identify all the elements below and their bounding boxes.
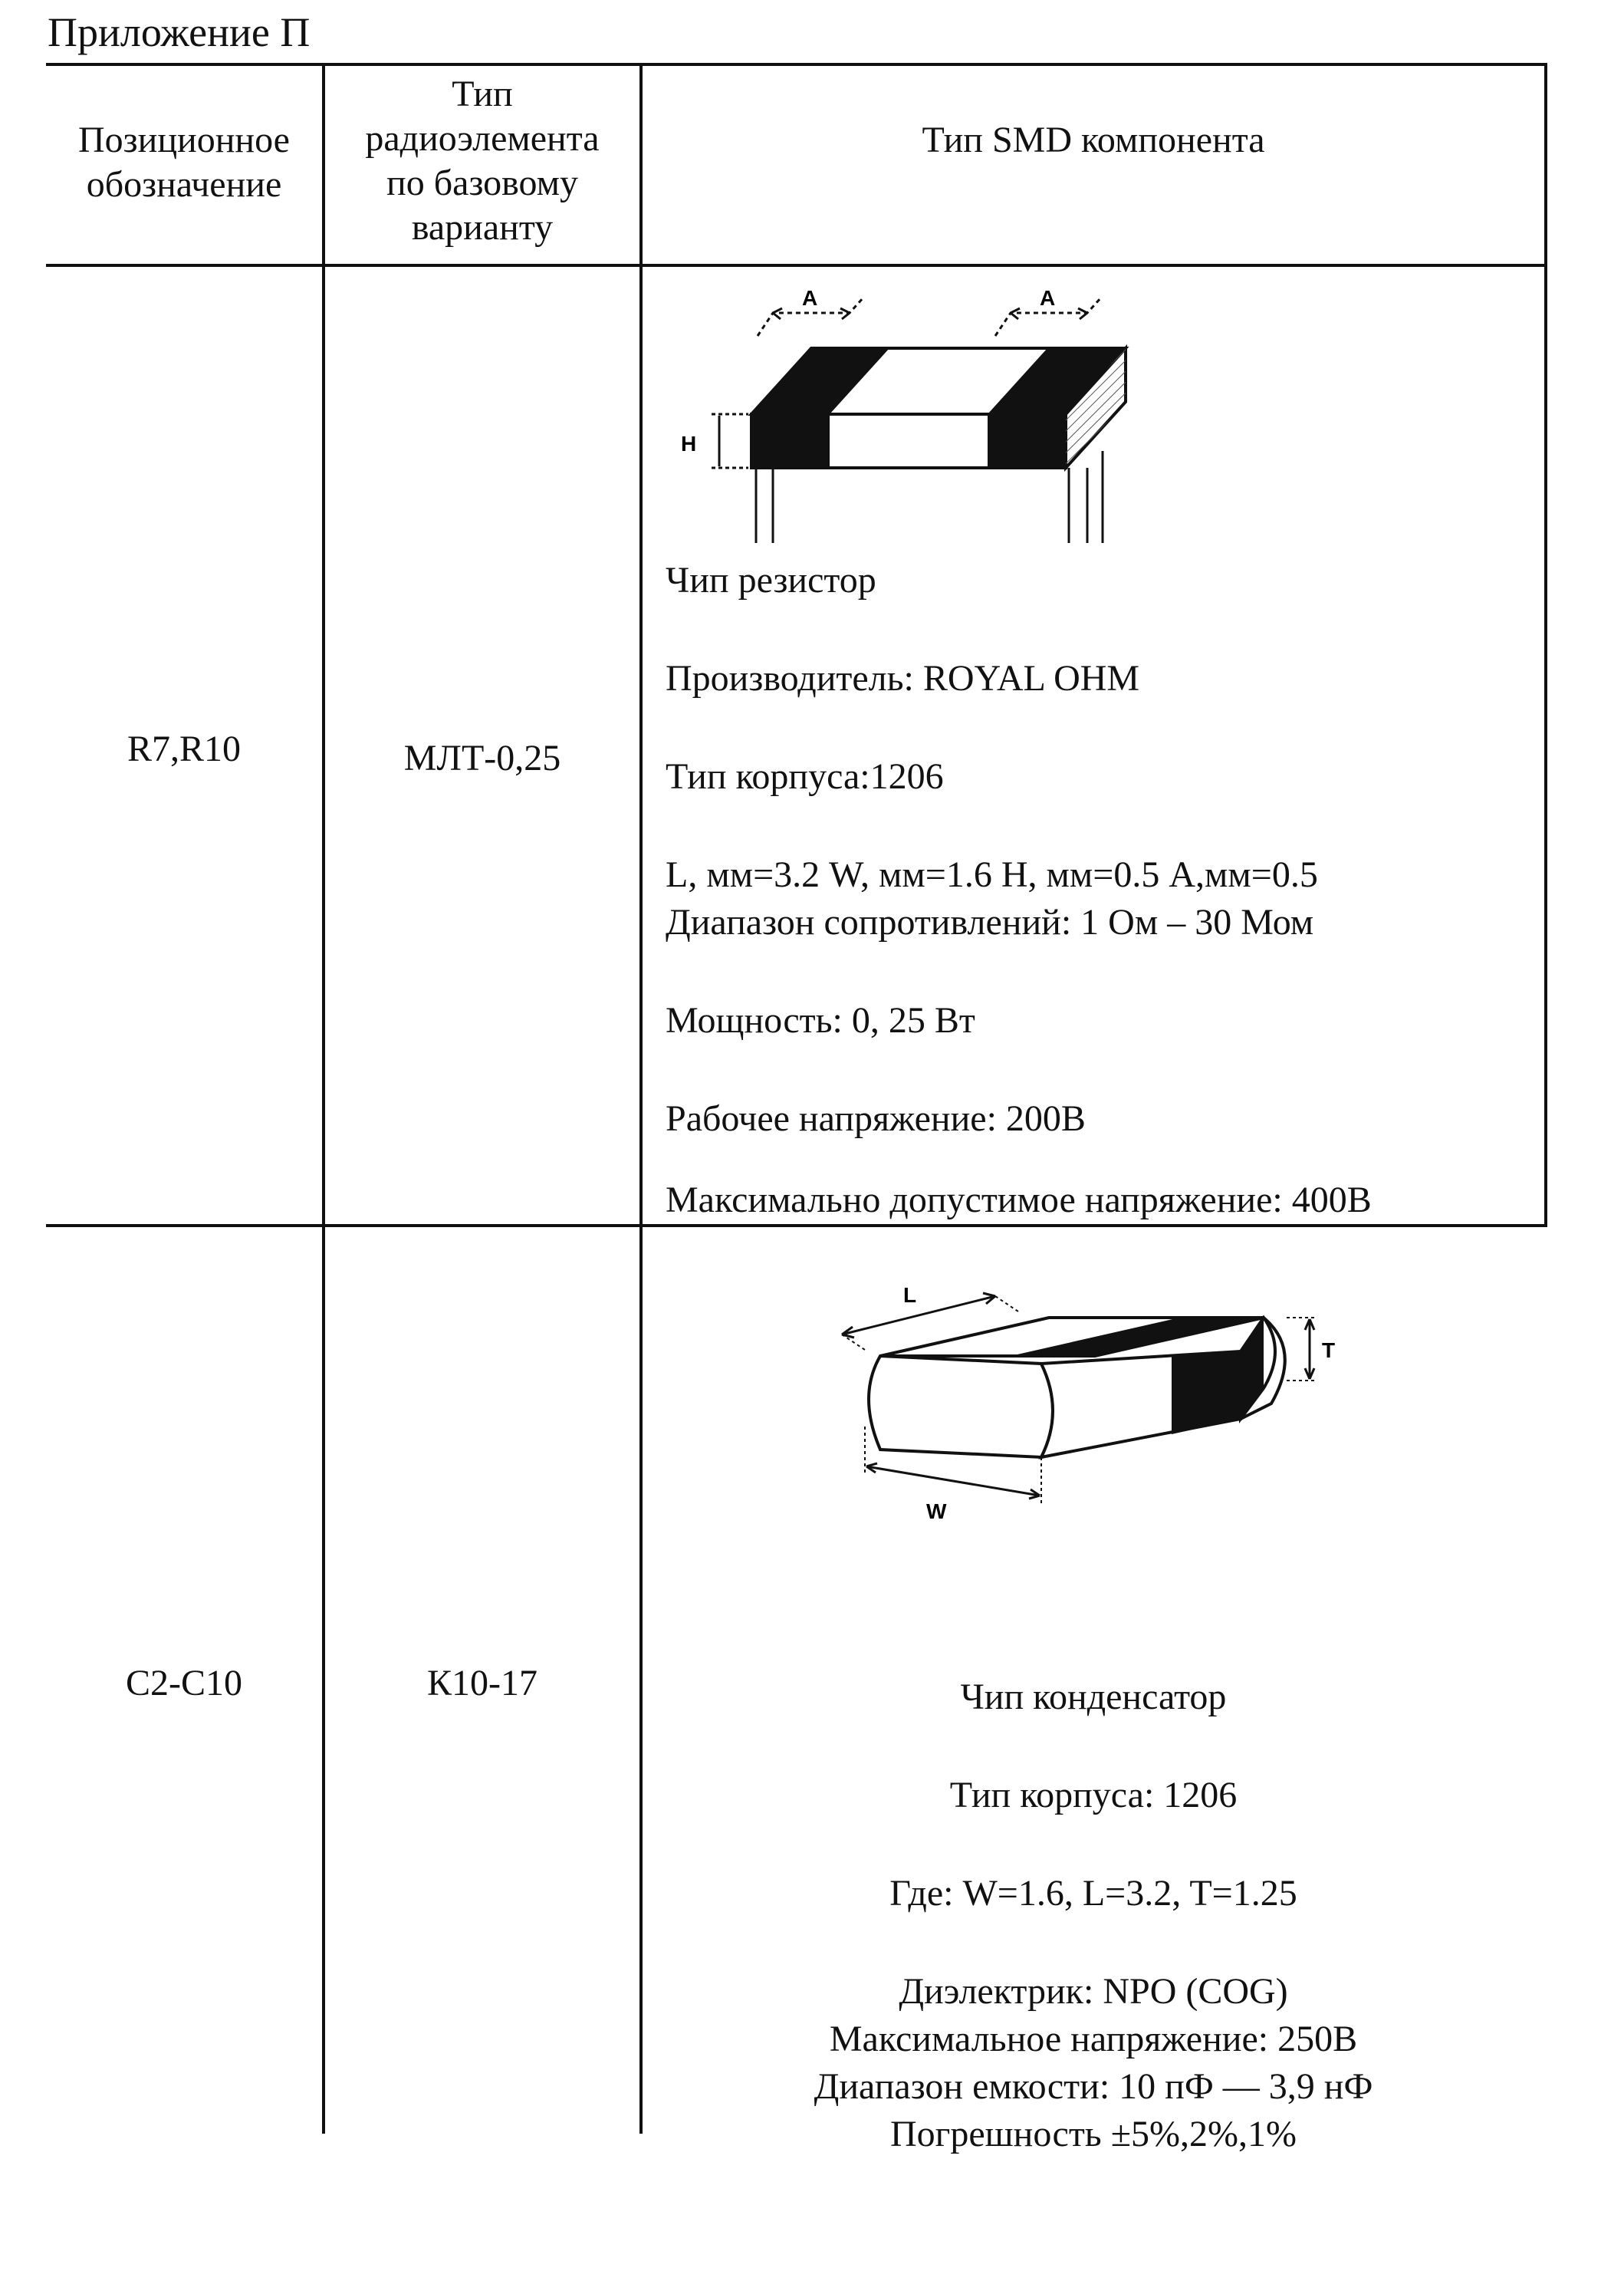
row1-base-type: МЛТ-0,25 bbox=[325, 267, 639, 1224]
row2-position: С2-С10 bbox=[46, 1227, 322, 2134]
resistor-manufacturer: Производитель: ROYAL OHM bbox=[666, 658, 1140, 699]
capacitor-max-voltage: Максимальное напряжение: 250В bbox=[829, 2019, 1358, 2059]
row2-base-type-code: К10-17 bbox=[427, 1663, 537, 1703]
resistor-resistance-range: Диапазон сопротивлений: 1 Ом – 30 Мом bbox=[666, 902, 1314, 943]
header-base-type-line-2: радиоэлемента bbox=[365, 118, 600, 159]
capacitor-dielectric: Диэлектрик: NPO (COG) bbox=[899, 1971, 1288, 2012]
capacitor-t-label: T bbox=[1322, 1338, 1335, 1362]
row-divider bbox=[46, 1224, 1547, 1227]
header-position-line-1: Позиционное bbox=[78, 120, 290, 160]
resistor-max-voltage: Максимально допустимое напряжение: 400В bbox=[666, 1180, 1372, 1220]
resistor-a-label-right: A bbox=[1040, 286, 1055, 310]
row2-base-type: К10-17 bbox=[325, 1227, 639, 2134]
header-bottom-border bbox=[46, 264, 1547, 267]
row2-smd-details: L T W Чип конденсатор Тип корпуса: bbox=[643, 1227, 1544, 2154]
header-position-line-2: обозначение bbox=[86, 164, 282, 205]
capacitor-type-name: Чип конденсатор bbox=[960, 1677, 1227, 1717]
resistor-dimensions: L, мм=3.2 W, мм=1.6 H, мм=0.5 A,мм=0.5 bbox=[666, 854, 1318, 895]
row1-position-code: R7,R10 bbox=[127, 729, 242, 769]
capacitor-capacitance-range: Диапазон емкости: 10 пФ — 3,9 нФ bbox=[814, 2066, 1373, 2107]
capacitor-w-label: W bbox=[926, 1499, 947, 1523]
capacitor-package: Тип корпуса: 1206 bbox=[949, 1775, 1238, 1815]
chip-resistor-drawing: A A bbox=[681, 286, 1129, 543]
header-position: Позиционное обозначение bbox=[46, 63, 322, 264]
header-smd-type: Тип SMD компонента bbox=[643, 63, 1544, 264]
resistor-h-label: H bbox=[681, 432, 696, 456]
header-base-type-line-1: Тип bbox=[452, 74, 513, 114]
appendix-title: Приложение П bbox=[48, 9, 311, 55]
column-divider-2 bbox=[639, 63, 643, 2134]
resistor-a-label-left: A bbox=[802, 286, 817, 310]
resistor-working-voltage: Рабочее напряжение: 200В bbox=[666, 1098, 1086, 1139]
row2-position-code: С2-С10 bbox=[125, 1663, 242, 1703]
table-top-border bbox=[46, 63, 1547, 66]
resistor-type-name: Чип резистор bbox=[666, 560, 876, 601]
row1-position: R7,R10 bbox=[46, 267, 322, 1224]
resistor-power: Мощность: 0, 25 Вт bbox=[666, 1000, 975, 1041]
header-base-type: Тип радиоэлемента по базовому варианту bbox=[325, 63, 639, 264]
resistor-package: Тип корпуса:1206 bbox=[666, 756, 944, 797]
components-table: Позиционное обозначение Тип радиоэлемент… bbox=[46, 63, 1547, 2154]
chip-capacitor-drawing: L T W bbox=[841, 1283, 1335, 1523]
header-smd-type-label: Тип SMD компонента bbox=[922, 120, 1265, 160]
row1-base-type-code: МЛТ-0,25 bbox=[403, 738, 561, 778]
capacitor-dimensions: Где: W=1.6, L=3.2, T=1.25 bbox=[889, 1873, 1297, 1914]
row1-smd-details: A A bbox=[643, 267, 1544, 1224]
capacitor-l-label: L bbox=[903, 1283, 916, 1307]
capacitor-tolerance: Погрешность ±5%,2%,1% bbox=[890, 2114, 1297, 2154]
table-right-border bbox=[1544, 63, 1547, 1227]
header-base-type-line-3: по базовому bbox=[386, 163, 578, 203]
column-divider-1 bbox=[322, 63, 325, 2134]
header-base-type-line-4: варианту bbox=[411, 207, 554, 248]
